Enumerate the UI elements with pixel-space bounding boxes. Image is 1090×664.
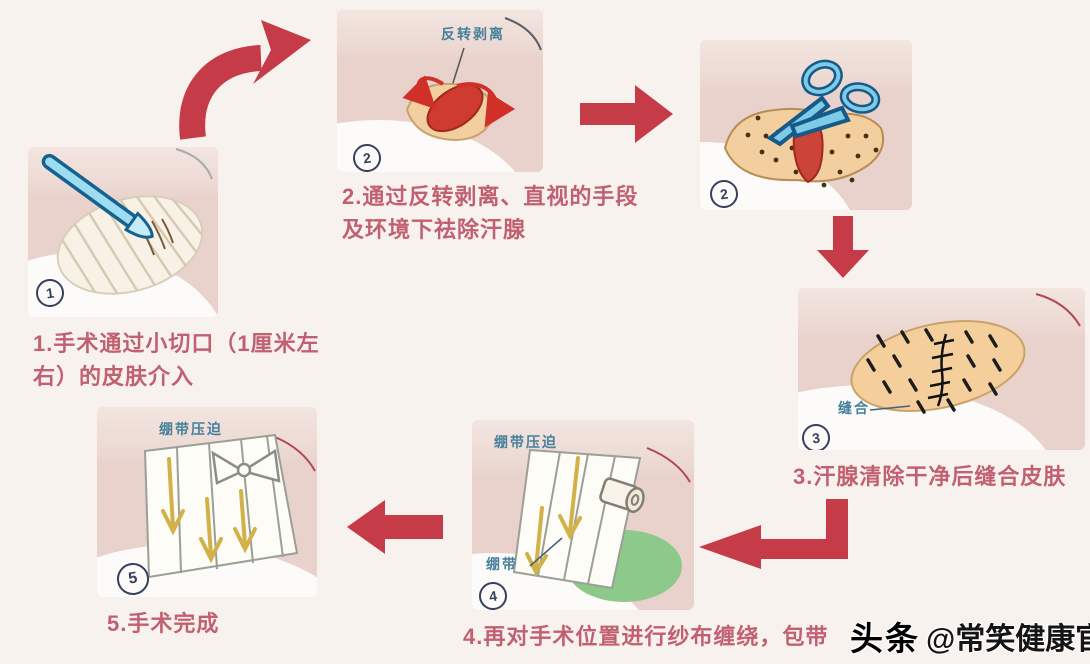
step2-caption: 2.通过反转剥离、直视的手段及环境下祛除汗腺 (342, 184, 639, 242)
step4-label: 缝合 (838, 400, 870, 416)
step1-caption: 1.手术通过小切口（1厘米左右）的皮肤介入 (33, 331, 320, 389)
step5-illustration (512, 447, 691, 602)
watermark-handle: @常笑健康官博 (926, 623, 1090, 656)
step6-label: 绷带压迫 (159, 421, 223, 437)
step4-illustration (850, 293, 1081, 414)
sweat-gland-dots (745, 115, 879, 188)
flow-arrow-elbow-left (699, 499, 848, 569)
step6-caption: 5.手术完成 (107, 611, 220, 636)
step5-panel: 绷带压迫 绷带 4 (472, 420, 694, 610)
label-pointer-line (869, 405, 911, 411)
step6-illustration (143, 433, 316, 579)
flow-arrow-right (580, 85, 673, 143)
bandage-bow-icon (211, 448, 281, 485)
sutured-patch (850, 320, 1026, 412)
watermark-brand: 头条 (850, 620, 920, 657)
step6-panel: 绷带压迫 5 (97, 407, 317, 597)
gauze-roll-icon (599, 477, 645, 513)
step1-panel: 1 (28, 147, 218, 317)
scalpel-icon (41, 153, 154, 239)
flow-arrow-left (347, 500, 443, 554)
step2-illustration (402, 17, 542, 142)
step5-label-top: 绷带压迫 (494, 434, 558, 450)
step4-caption: 3.汗腺清除干净后缝合皮肤 (793, 464, 1067, 489)
skin-highlight (337, 10, 543, 59)
flow-arrow-curved-up (179, 20, 311, 140)
incision-marks (139, 218, 174, 256)
step2-label: 反转剥离 (441, 26, 505, 42)
step5-caption: 4.再对手术位置进行纱布缠绕，包带 (463, 624, 829, 649)
pressure-arrows (525, 456, 582, 577)
step2-panel: 反转剥离 2 (337, 10, 543, 172)
watermark: 头条 @常笑健康官博 (850, 612, 1090, 660)
suture-line (927, 333, 955, 407)
flip-arrow-left (402, 75, 445, 110)
step3-illustration (723, 59, 885, 188)
gland-dashes (866, 328, 1002, 414)
scissors-icon (766, 59, 881, 147)
step4-panel: 缝合 3 (798, 288, 1085, 450)
flip-arrow-right (456, 82, 516, 128)
step3-panel: 2 (700, 40, 912, 210)
label-pointer-line (451, 47, 465, 87)
flow-arrow-down (817, 216, 869, 278)
step5-label-bottom: 绷带 (486, 556, 518, 572)
label-pointer-line (529, 537, 563, 567)
flipped-wound (426, 83, 484, 133)
pressure-arrows (161, 457, 257, 564)
step1-illustration (41, 148, 213, 298)
